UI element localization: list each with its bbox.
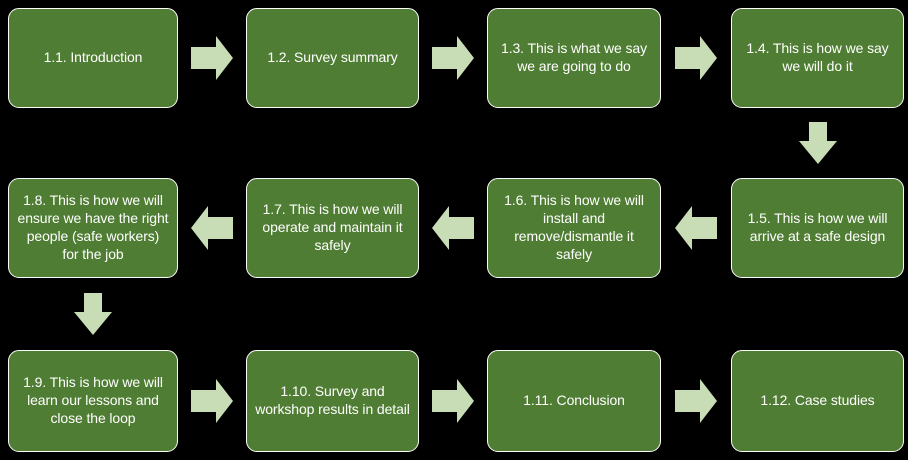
flow-step-1-5: 1.5. This is how we will arrive at a saf…: [731, 178, 904, 278]
connector-1-8-to-1-9: [8, 278, 178, 350]
connector-1-10-to-1-11: [419, 350, 487, 452]
arrow-left-icon: [675, 206, 717, 250]
flow-step-1-9: 1.9. This is how we will learn our lesso…: [8, 350, 178, 452]
arrow-down-icon: [798, 122, 837, 164]
flow-step-1-4: 1.4. This is how we say we will do it: [731, 8, 904, 108]
flow-step-1-8: 1.8. This is how we will ensure we have …: [8, 178, 178, 278]
flow-step-1-1: 1.1. Introduction: [8, 8, 178, 108]
connector-1-7-to-1-8: [178, 178, 246, 278]
connector-1-1-to-1-2: [178, 8, 246, 108]
connector-1-4-to-1-5: [731, 108, 904, 178]
flow-step-1-12: 1.12. Case studies: [731, 350, 904, 452]
arrow-right-icon: [191, 379, 233, 423]
arrow-right-icon: [432, 379, 474, 423]
connector-1-3-to-1-4: [661, 8, 731, 108]
connector-1-2-to-1-3: [419, 8, 487, 108]
arrow-right-icon: [432, 36, 474, 80]
flow-step-1-6: 1.6. This is how we will install and rem…: [487, 178, 661, 278]
connector-1-9-to-1-10: [178, 350, 246, 452]
connector-1-5-to-1-6: [661, 178, 731, 278]
arrow-left-icon: [432, 206, 474, 250]
flow-step-1-2: 1.2. Survey summary: [246, 8, 419, 108]
arrow-left-icon: [191, 206, 233, 250]
arrow-right-icon: [675, 36, 717, 80]
connector-1-6-to-1-7: [419, 178, 487, 278]
arrow-right-icon: [675, 379, 717, 423]
connector-1-11-to-1-12: [661, 350, 731, 452]
flow-step-1-10: 1.10. Survey and workshop results in det…: [246, 350, 419, 452]
flow-step-1-7: 1.7. This is how we will operate and mai…: [246, 178, 419, 278]
flow-step-1-3: 1.3. This is what we say we are going to…: [487, 8, 661, 108]
arrow-right-icon: [191, 36, 233, 80]
arrow-down-icon: [74, 293, 112, 335]
flow-step-1-11: 1.11. Conclusion: [487, 350, 661, 452]
